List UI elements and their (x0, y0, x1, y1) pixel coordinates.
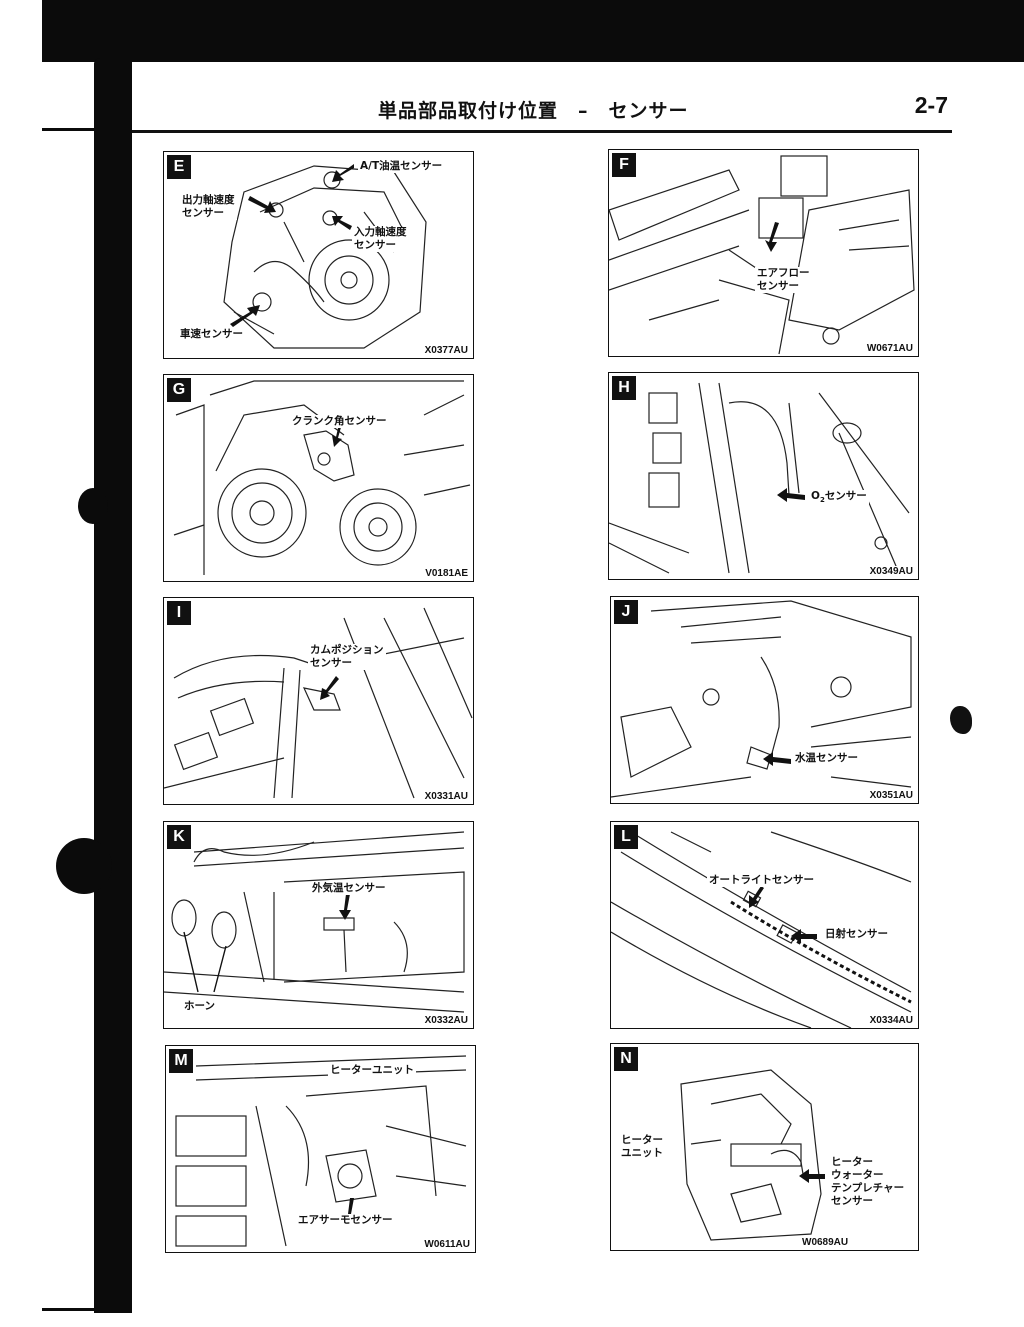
figure-panel-i: I カムポジション センサー X0331AU (163, 597, 474, 805)
label-heater-water-temp-sensor: ヒーター ウォーター テンプレチャー センサー (829, 1156, 907, 1208)
figure-code-n: W0689AU (801, 1237, 850, 1248)
label-airflow-sensor: エアフロー センサー (755, 267, 812, 293)
label-crank-angle-sensor: クランク角センサー (290, 415, 389, 428)
label-heater-unit-n: ヒーター ユニット (619, 1134, 665, 1160)
label-outside-air-temp-sensor: 外気温センサー (310, 882, 388, 895)
label-heater-unit: ヒーターユニット (328, 1064, 416, 1077)
panel-letter-l: L (614, 825, 638, 849)
page-header: 単品部品取付け位置 – センサー 2-7 (132, 90, 952, 133)
label-at-oil-temp-sensor: A/T油温センサー (358, 160, 445, 173)
figure-panel-j: J 水温センサー X0351AU (610, 596, 919, 804)
label-input-shaft-speed-sensor: 入力軸速度 センサー (352, 226, 409, 252)
transmission-illustration (223, 164, 427, 349)
label-cam-position-sensor: カムポジション センサー (308, 644, 386, 670)
figure-panel-k: K 外気温センサー ホーン X0332AU (163, 821, 474, 1029)
figure-code-l: X0334AU (868, 1015, 914, 1026)
binder-spine-bump (78, 488, 108, 524)
o2-label-tail: センサー (824, 490, 867, 502)
panel-letter-n: N (614, 1047, 638, 1071)
page-title: 単品部品取付け位置 – センサー (378, 100, 689, 122)
o2-label-subscript: 2 (819, 496, 825, 505)
panel-letter-m: M (169, 1049, 193, 1073)
label-horn: ホーン (182, 1000, 217, 1013)
label-output-shaft-speed-sensor: 出力軸速度 センサー (180, 194, 237, 220)
label-o2-sensor: O2センサー (809, 490, 869, 508)
figure-panel-f: F エアフロー センサー W0671AU (608, 149, 919, 357)
figure-code-j: X0351AU (868, 790, 914, 801)
panel-letter-k: K (167, 825, 191, 849)
figure-panel-g: G クランク角センサー V0181AE (163, 374, 474, 582)
page-number: 2-7 (914, 92, 948, 118)
panel-letter-h: H (612, 376, 636, 400)
scan-top-band (42, 0, 1024, 62)
dashboard-illustration (611, 831, 912, 1028)
figure-panel-h: H O2センサー X0349AU (608, 372, 919, 580)
crankshaft-illustration (173, 380, 471, 575)
panel-letter-e: E (167, 155, 191, 179)
label-air-thermo-sensor: エアサーモセンサー (296, 1214, 395, 1227)
figure-code-m: W0611AU (423, 1239, 471, 1250)
binder-spine (94, 58, 132, 1313)
figure-code-g: V0181AE (424, 568, 469, 579)
panel-letter-g: G (167, 378, 191, 402)
panel-letter-i: I (167, 601, 191, 625)
panel-letter-f: F (612, 153, 636, 177)
label-water-temp-sensor: 水温センサー (793, 752, 860, 765)
figure-code-f: W0671AU (865, 343, 914, 354)
figure-code-e: X0377AU (423, 345, 469, 356)
figure-panel-l: L オートライトセンサー 日射センサー X0334AU (610, 821, 919, 1029)
front-bumper-illustration (164, 831, 465, 1013)
scan-edge-mark (42, 128, 98, 131)
figure-code-i: X0331AU (423, 791, 469, 802)
heater-water-illustration (680, 1069, 825, 1241)
scan-edge-mark-bottom (42, 1308, 102, 1311)
exhaust-illustration (609, 382, 910, 574)
ink-blot (950, 706, 972, 734)
camshaft-illustration (164, 607, 473, 799)
label-solar-sensor: 日射センサー (823, 928, 890, 941)
figure-panel-m: M ヒーターユニット エアサーモセンサー W0611AU (165, 1045, 476, 1253)
label-autolight-sensor: オートライトセンサー (707, 874, 816, 887)
o2-label-main: O (811, 490, 820, 502)
figure-panel-n: N ヒーター ユニット ヒーター ウォーター テンプレチャー センサー W068… (610, 1043, 919, 1251)
figure-code-h: X0349AU (868, 566, 914, 577)
air-intake-illustration (609, 155, 915, 355)
label-vehicle-speed-sensor: 車速センサー (178, 328, 245, 341)
figure-panel-e: E A/T油温センサー 出力軸速度 センサー 入力軸速度 センサー 車速センサー… (163, 151, 474, 359)
binder-ring-hole (56, 838, 112, 894)
figure-code-k: X0332AU (423, 1015, 469, 1026)
panel-letter-j: J (614, 600, 638, 624)
water-temp-illustration (611, 600, 912, 798)
